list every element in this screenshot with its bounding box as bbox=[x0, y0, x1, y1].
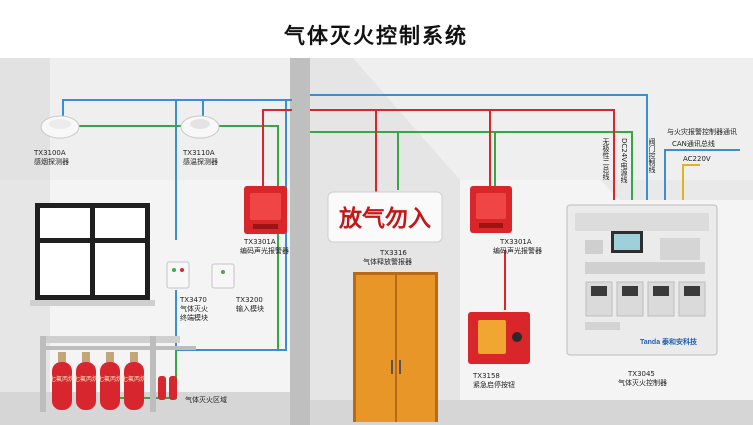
release-sign-model: TX3316 bbox=[379, 249, 407, 257]
alarm-right-name: 编码声光报警器 bbox=[493, 246, 542, 255]
controller-name: 气体灭火控制器 bbox=[618, 378, 667, 387]
left-room-ceiling-side bbox=[0, 58, 50, 180]
input-name: 输入模块 bbox=[236, 304, 264, 313]
cylinder-label: 七氟丙烷 bbox=[50, 375, 74, 383]
zone-label: 气体灭火区域 bbox=[185, 395, 227, 404]
cylinder-2: 七氟丙烷 bbox=[74, 352, 98, 410]
smoke-detector bbox=[40, 115, 80, 139]
smoke-detector-name: 感烟探测器 bbox=[34, 157, 69, 166]
cylinder-1: 七氟丙烷 bbox=[50, 352, 74, 410]
cylinder-rack bbox=[40, 336, 196, 412]
cylinder-3: 七氟丙烷 bbox=[98, 352, 122, 410]
gas-extinguishing-controller: Tanda 泰和安科技 bbox=[566, 204, 718, 356]
cylinder-4: 七氟丙烷 bbox=[122, 352, 146, 410]
comm-note-line2: CAN通讯总线 bbox=[672, 139, 715, 148]
heat-detector-name: 感温探测器 bbox=[183, 157, 218, 166]
release-sign-text: 放气勿入 bbox=[338, 205, 431, 232]
cylinder-label: 七氟丙烷 bbox=[74, 375, 98, 383]
gas-terminal-module bbox=[166, 261, 190, 289]
left-room-floor bbox=[0, 392, 290, 425]
emergency-start-stop-button bbox=[468, 312, 530, 364]
controller-model: TX3045 bbox=[627, 370, 655, 378]
cable-red-left bbox=[262, 109, 292, 190]
button-model: TX3158 bbox=[472, 372, 500, 380]
cable-blue-right bbox=[310, 94, 648, 200]
alarm-left-model: TX3301A bbox=[243, 238, 276, 246]
cylinder-label: 七氟丙烷 bbox=[98, 375, 122, 383]
button-name: 紧急启停按钮 bbox=[473, 380, 515, 389]
cable-ac-power bbox=[682, 164, 700, 200]
door bbox=[353, 272, 438, 422]
alarm-left-name: 编码声光报警器 bbox=[240, 246, 289, 255]
heat-detector bbox=[180, 115, 220, 139]
vertical-label-bus: 无极性二总线 bbox=[602, 138, 610, 180]
terminal-model: TX3470 bbox=[179, 296, 207, 304]
right-room-ceiling-edge bbox=[600, 180, 753, 200]
cable-red-right bbox=[310, 109, 615, 200]
vertical-label-power: DC24V电源线 bbox=[620, 138, 628, 183]
vertical-label-valve: 阀门控制线 bbox=[648, 137, 656, 173]
release-sign-name: 气体释放警报器 bbox=[363, 257, 412, 266]
dividing-pillar bbox=[290, 58, 310, 425]
terminal-line3: 终端模块 bbox=[180, 313, 208, 322]
window bbox=[30, 203, 155, 306]
input-module bbox=[211, 263, 235, 289]
cable-can-bus bbox=[664, 149, 740, 200]
diagram-title: 气体灭火控制系统 bbox=[283, 24, 468, 48]
comm-note-line1: 与火灾报警控制器通讯 bbox=[667, 127, 737, 136]
sound-light-alarm-right bbox=[470, 186, 512, 233]
controller-brand: Tanda 泰和安科技 bbox=[640, 337, 698, 346]
alarm-right-model: TX3301A bbox=[499, 238, 532, 246]
sound-light-alarm-left bbox=[244, 186, 287, 234]
input-model: TX3200 bbox=[235, 296, 263, 304]
heat-detector-model: TX3110A bbox=[182, 149, 215, 157]
gas-release-sign: 放气勿入 bbox=[327, 191, 443, 243]
smoke-detector-model: TX3100A bbox=[33, 149, 66, 157]
cable-green-controller bbox=[398, 131, 633, 200]
ac-power-label: AC220V bbox=[683, 155, 711, 163]
terminal-line2: 气体灭火 bbox=[180, 304, 208, 313]
small-cylinders bbox=[158, 376, 177, 400]
cylinder-label: 七氟丙烷 bbox=[122, 375, 146, 383]
